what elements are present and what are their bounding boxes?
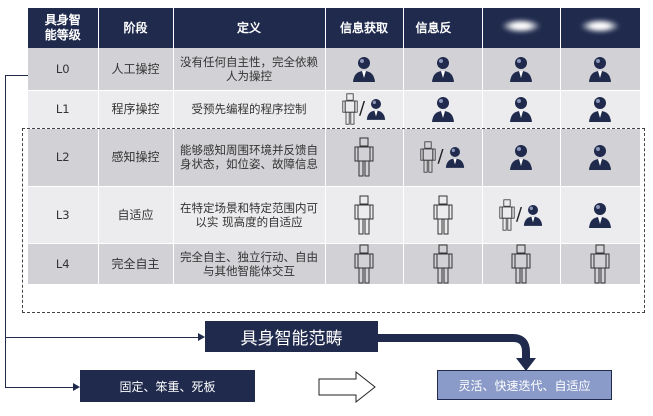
slash: / — [358, 98, 366, 119]
old-traits-box: 固定、笨重、死板 — [80, 370, 255, 402]
person-icon — [431, 96, 455, 122]
definition-cell: 能够感知周围环境并反馈自身状态，如位姿、故障信息 — [173, 128, 326, 187]
person-icon — [588, 56, 612, 82]
connector-line — [5, 337, 198, 338]
person-icon — [509, 96, 533, 122]
header-definition: 定义 — [173, 8, 326, 48]
slash: / — [437, 146, 444, 167]
agent-cell — [482, 90, 561, 129]
connector-line — [5, 75, 28, 76]
agent-cell — [482, 128, 561, 187]
person-icon — [431, 56, 455, 82]
slash: / — [515, 203, 523, 225]
person-icon — [588, 96, 612, 122]
stage-cell: 人工操控 — [98, 48, 174, 91]
definition-cell: 完全自主、独立行动、自由与其他智能体交互 — [173, 243, 326, 285]
agent-cell — [325, 48, 404, 91]
stage-cell: 自适应 — [98, 186, 174, 244]
agent-cell — [482, 243, 561, 285]
level-cell: L2 — [28, 128, 99, 187]
agent-cell — [560, 48, 641, 91]
connector-line — [5, 387, 73, 388]
header-obscured — [482, 8, 561, 48]
definition-cell: 受预先编程的程序控制 — [173, 90, 326, 129]
agent-cell — [325, 128, 404, 187]
definition-cell: 在特定场景和特定范围内可以实 现高度的自适应 — [173, 186, 326, 244]
agent-cell — [482, 48, 561, 91]
header-info-acquire: 信息获取 — [325, 8, 404, 48]
arrow-head-icon — [198, 333, 205, 341]
stage-cell: 完全自主 — [98, 243, 174, 285]
stage-cell: 感知操控 — [98, 128, 174, 187]
agent-cell — [403, 90, 483, 129]
header-obscured — [560, 8, 641, 48]
agent-cell — [560, 90, 641, 129]
header-stage: 阶段 — [98, 8, 174, 48]
embodied-scope-dashed-box — [22, 128, 645, 313]
header-level: 具身智能等级 — [28, 8, 99, 48]
level-cell: L3 — [28, 186, 99, 244]
agent-cell: / — [325, 90, 404, 129]
robot-icon — [342, 93, 358, 125]
agent-cell — [403, 186, 483, 244]
embodied-scope-box: 具身智能范畴 — [205, 321, 378, 352]
person-icon — [509, 56, 533, 82]
agent-cell — [403, 243, 483, 285]
agent-cell — [560, 128, 641, 187]
hollow-arrow-icon — [318, 370, 376, 404]
connector-line — [5, 75, 6, 388]
agent-cell — [325, 243, 404, 285]
header-info-feedback: 信息反 — [403, 8, 483, 48]
agent-cell: / — [482, 186, 561, 244]
arrow-head-icon — [73, 383, 80, 391]
level-cell: L1 — [28, 90, 99, 129]
new-traits-box: 灵活、快速迭代、自适应 — [437, 370, 612, 400]
person-icon — [366, 98, 386, 120]
agent-cell — [560, 186, 641, 244]
person-icon — [352, 56, 376, 82]
definition-cell: 没有任何自主性，完全依赖人为操控 — [173, 48, 326, 91]
level-cell: L4 — [28, 243, 99, 285]
level-cell: L0 — [28, 48, 99, 91]
agent-cell — [403, 48, 483, 91]
thick-arrow-icon — [378, 334, 536, 371]
agent-cell: / — [403, 128, 483, 187]
agent-cell — [325, 186, 404, 244]
agent-cell — [560, 243, 641, 285]
stage-cell: 程序操控 — [98, 90, 174, 129]
